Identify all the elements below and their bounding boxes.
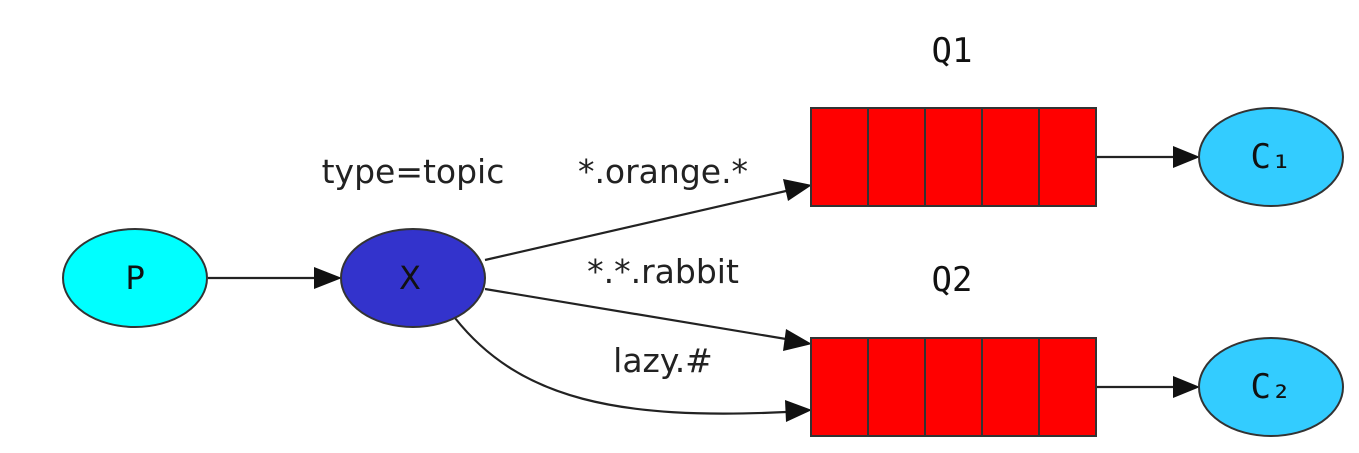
- binding-label-rabbit: *.*.rabbit: [587, 252, 739, 291]
- queue-q1: Q1: [810, 31, 1097, 207]
- arrowhead-consumer2: [1173, 376, 1200, 398]
- arrowhead-q2-lazy: [785, 400, 812, 422]
- queue-q1-cell: [867, 107, 926, 207]
- producer-ellipse: [62, 228, 208, 328]
- arrowhead-consumer1: [1173, 146, 1200, 168]
- queue-q1-cell: [981, 107, 1040, 207]
- binding-label-orange: *.orange.*: [578, 152, 748, 191]
- exchange-node: X: [340, 228, 486, 328]
- queue-q1-cell: [1038, 107, 1097, 207]
- queue-q2-cell: [981, 337, 1040, 437]
- producer-label: P: [125, 259, 144, 297]
- queue-q2-cells: [810, 337, 1097, 437]
- exchange-type-label: type=topic: [322, 152, 505, 191]
- consumer1-ellipse: [1198, 107, 1344, 207]
- queue-q1-cell: [924, 107, 983, 207]
- producer-node: P: [62, 228, 208, 328]
- consumer2-node: C₂: [1198, 337, 1344, 437]
- queue-q1-cells: [810, 107, 1097, 207]
- consumer2-ellipse: [1198, 337, 1344, 437]
- arrowhead-exchange: [314, 267, 342, 289]
- edge-exchange-to-q2-rabbit: [484, 287, 787, 341]
- queue-q1-label: Q1: [932, 31, 973, 71]
- binding-label-lazy: lazy.#: [613, 341, 713, 380]
- arrowhead-q1: [783, 179, 812, 201]
- queue-q2-cell: [1038, 337, 1097, 437]
- queue-q2-cell: [867, 337, 926, 437]
- edge-exchange-to-q1: [484, 189, 787, 262]
- consumer1-label: C₁: [1251, 137, 1292, 177]
- queue-q2: Q2: [810, 260, 1097, 437]
- exchange-label: X: [399, 259, 421, 297]
- edge-exchange-to-q2-lazy: [454, 317, 787, 415]
- arrowhead-q2-rabbit: [783, 329, 812, 351]
- queue-q2-cell: [810, 337, 869, 437]
- queue-q2-label: Q2: [932, 260, 973, 300]
- queue-q1-cell: [810, 107, 869, 207]
- consumer1-node: C₁: [1198, 107, 1344, 207]
- exchange-ellipse: [340, 228, 486, 328]
- consumer2-label: C₂: [1251, 367, 1292, 407]
- queue-q2-cell: [924, 337, 983, 437]
